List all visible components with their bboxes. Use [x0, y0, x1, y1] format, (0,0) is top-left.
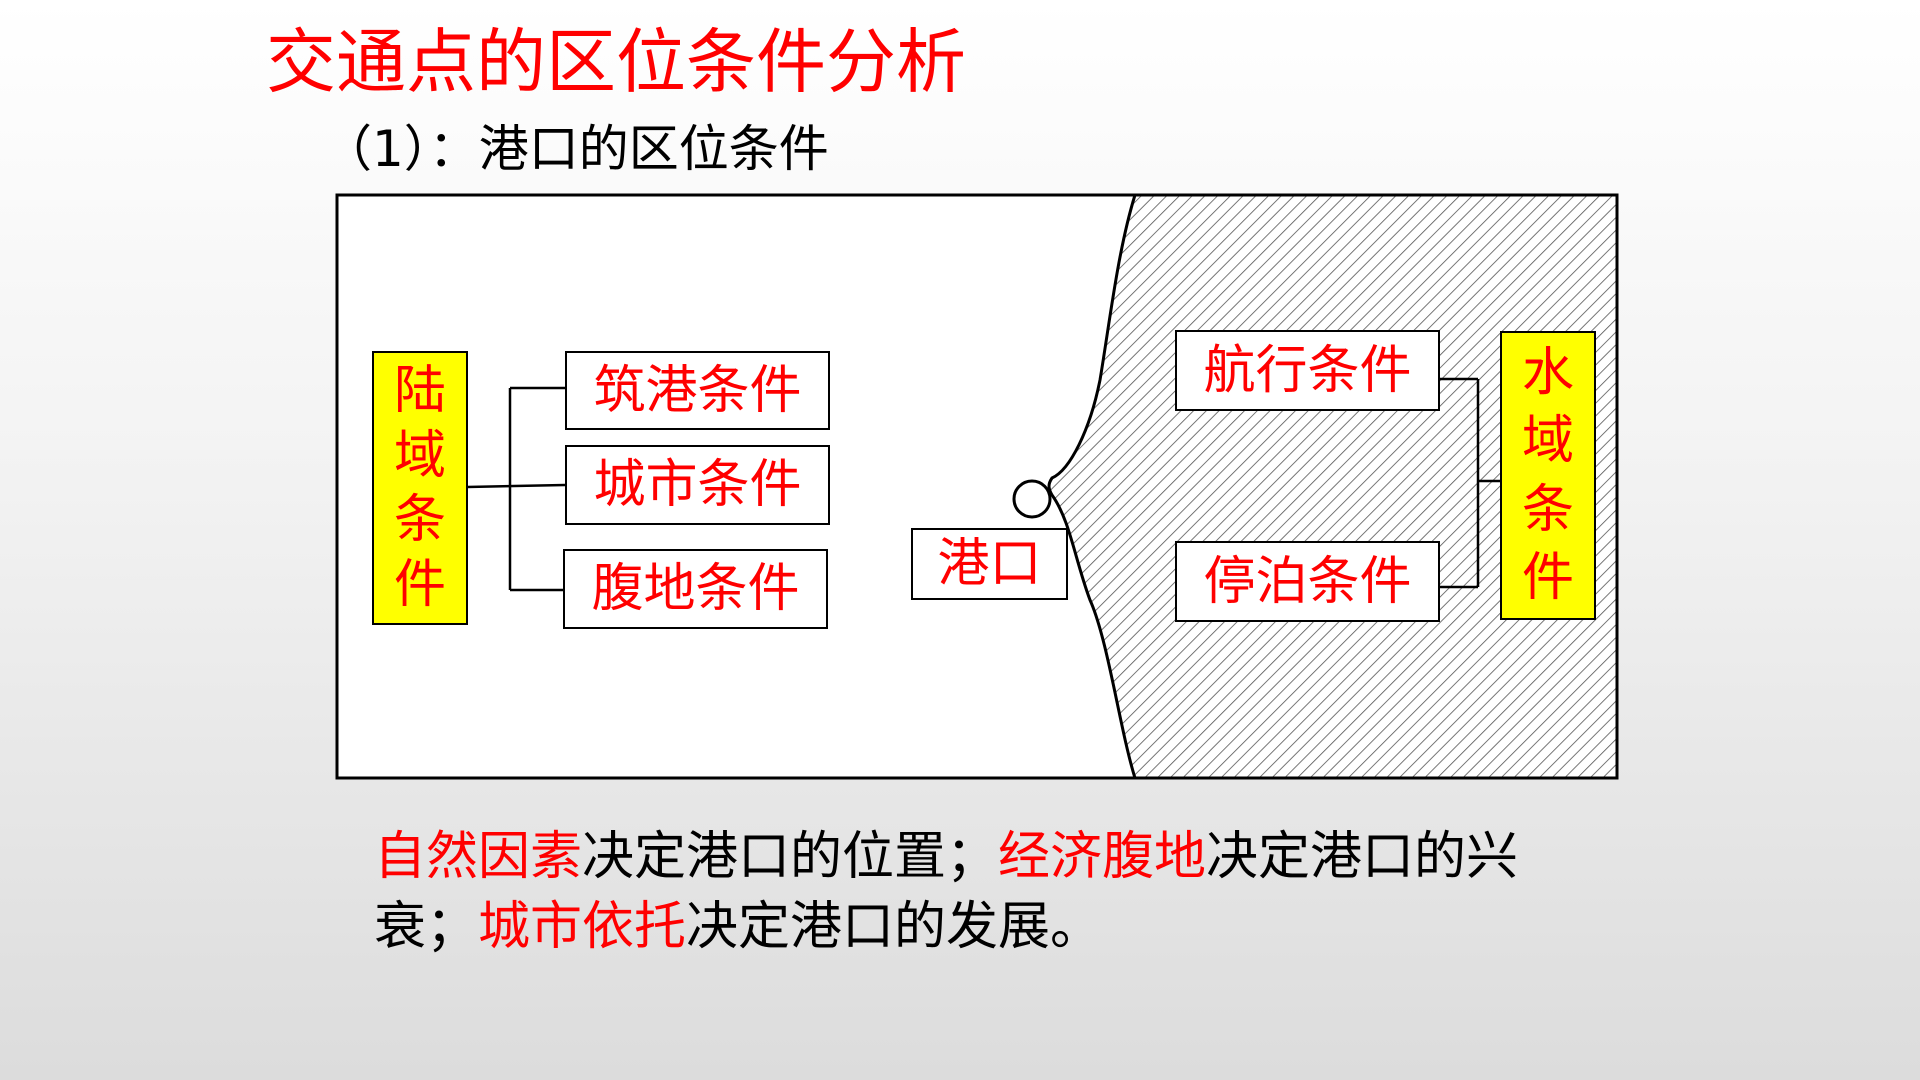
hinterland-conditions-box: 腹地条件 [563, 549, 828, 629]
caption-text-2: 决定港口的兴衰； [374, 827, 1519, 957]
port-box: 港口 [911, 528, 1068, 600]
water-connectors [1440, 377, 1500, 589]
anchorage-conditions-box: 停泊条件 [1175, 541, 1440, 622]
land-char-2: 域 [393, 425, 446, 486]
land-conditions-box: 陆 域 条 件 [372, 351, 468, 625]
section-subtitle: （1）：港口的区位条件 [322, 120, 829, 178]
port-marker [1012, 479, 1052, 519]
caption-text-1: 决定港口的位置； [582, 827, 999, 887]
land-char-1: 陆 [393, 361, 446, 422]
water-char-3: 条 [1521, 479, 1574, 540]
land-connectors [466, 386, 566, 592]
land-char-3: 条 [393, 490, 446, 551]
economic-hinterland-highlight: 经济腹地 [998, 827, 1207, 887]
navigation-conditions-box: 航行条件 [1175, 330, 1440, 411]
land-char-4: 件 [393, 554, 446, 615]
caption-text-3: 决定港口的发展。 [686, 897, 1103, 957]
water-conditions-box: 水 域 条 件 [1500, 331, 1596, 620]
water-char-2: 域 [1521, 411, 1574, 472]
harbor-construction-box: 筑港条件 [565, 351, 830, 430]
city-support-highlight: 城市依托 [478, 897, 687, 957]
water-char-4: 件 [1521, 547, 1574, 608]
city-conditions-box: 城市条件 [565, 445, 830, 525]
natural-factors-highlight: 自然因素 [374, 827, 583, 887]
water-char-1: 水 [1521, 343, 1574, 404]
page-title: 交通点的区位条件分析 [266, 21, 966, 103]
summary-caption: 自然因素决定港口的位置；经济腹地决定港口的兴衰；城市依托决定港口的发展。 [374, 822, 1574, 962]
